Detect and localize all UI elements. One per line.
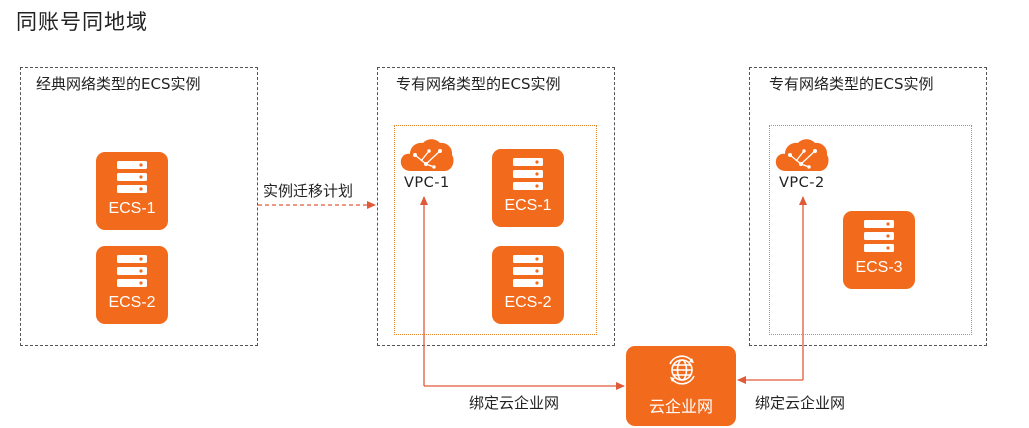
region-vpc-b <box>749 67 987 346</box>
bind-label-left: 绑定云企业网 <box>469 394 560 412</box>
cen-card: 云企业网 <box>626 346 736 426</box>
ecs-label: ECS-2 <box>504 294 552 311</box>
region-vpc-b-label: 专有网络类型的ECS实例 <box>769 75 934 93</box>
server-icon <box>117 161 147 193</box>
vpc-2-box <box>769 125 972 335</box>
ecs-card-vpc2-1: ECS-3 <box>843 211 915 289</box>
ecs-label: ECS-1 <box>108 200 156 217</box>
cloud-network-icon <box>775 139 829 171</box>
ecs-card-classic-2: ECS-2 <box>96 246 168 324</box>
bind-label-right: 绑定云企业网 <box>755 394 846 412</box>
vpc-1-box <box>394 125 597 335</box>
server-icon <box>864 220 894 252</box>
server-icon <box>117 255 147 287</box>
ecs-card-classic-1: ECS-1 <box>96 152 168 230</box>
migration-label: 实例迁移计划 <box>263 182 354 200</box>
globe-icon <box>669 355 695 385</box>
ecs-card-vpc1-1: ECS-1 <box>492 149 564 227</box>
page-title: 同账号同地域 <box>16 10 148 34</box>
ecs-label: ECS-3 <box>855 259 903 276</box>
region-classic-network <box>20 67 258 346</box>
ecs-label: ECS-2 <box>108 294 156 311</box>
region-vpc-a-label: 专有网络类型的ECS实例 <box>396 75 561 93</box>
region-classic-label: 经典网络类型的ECS实例 <box>36 75 201 93</box>
cloud-network-icon <box>400 139 454 171</box>
vpc-2-label: VPC-2 <box>779 175 825 191</box>
region-vpc-a <box>377 67 615 346</box>
vpc-1-label: VPC-1 <box>404 175 450 191</box>
cen-label: 云企业网 <box>648 397 713 416</box>
ecs-card-vpc1-2: ECS-2 <box>492 246 564 324</box>
server-icon <box>513 255 543 287</box>
ecs-label: ECS-1 <box>504 197 552 214</box>
server-icon <box>513 158 543 190</box>
